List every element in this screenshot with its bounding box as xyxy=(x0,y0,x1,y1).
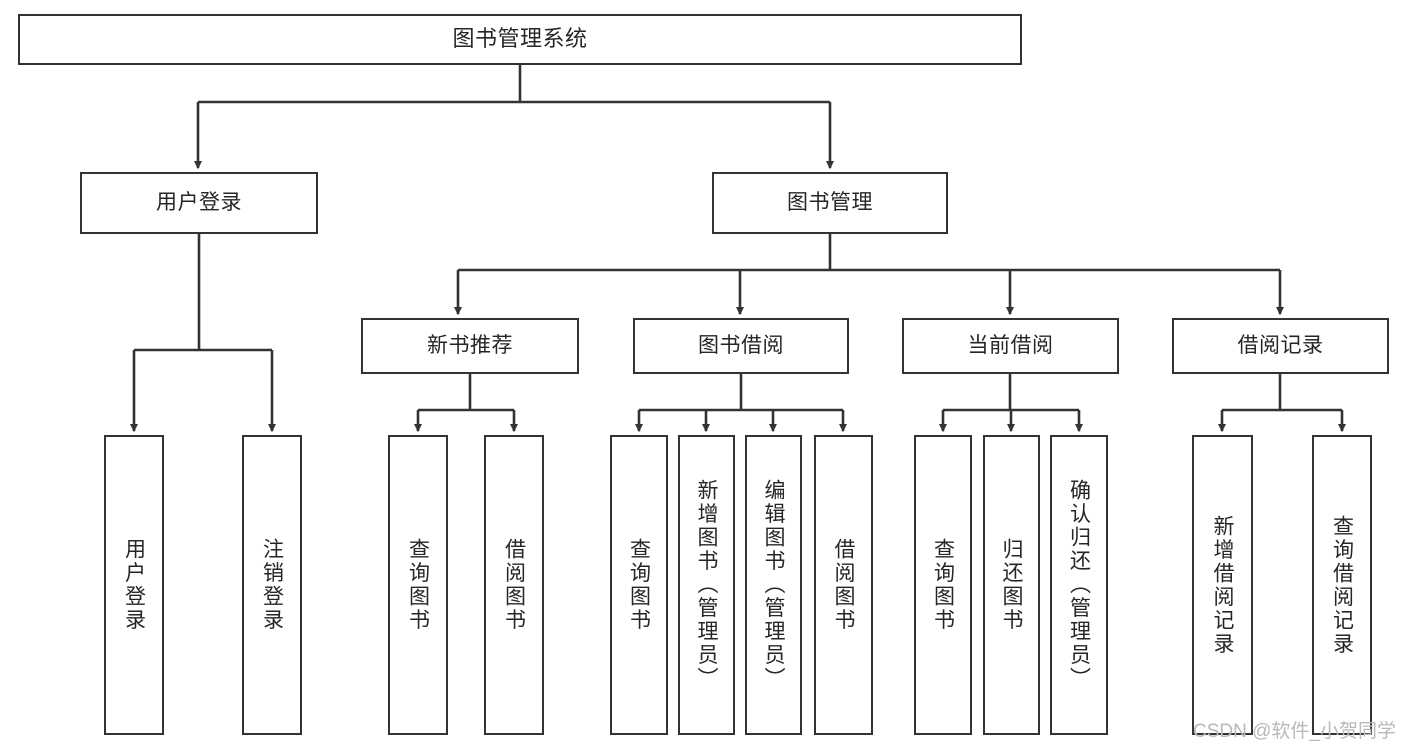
csdn-watermark: CSDN @软件_小贺同学 xyxy=(1193,721,1396,742)
leaf-query-book-recommend[interactable]: 查询图书 xyxy=(388,435,448,735)
node-label: 借阅图书 xyxy=(502,538,526,632)
node-label: 用户登录 xyxy=(156,191,242,215)
leaf-add-borrow-record[interactable]: 新增借阅记录 xyxy=(1192,435,1253,735)
node-label: 当前借阅 xyxy=(967,334,1054,358)
node-borrow-record[interactable]: 借阅记录 xyxy=(1172,318,1389,374)
leaf-add-book-admin[interactable]: 新增图书（管理员） xyxy=(678,435,735,735)
node-label: 查询图书 xyxy=(627,538,651,632)
node-label: 查询图书 xyxy=(931,538,955,632)
node-label: 新增借阅记录 xyxy=(1211,514,1234,656)
node-label: 归还图书 xyxy=(1000,538,1023,632)
node-label: 图书借阅 xyxy=(698,334,784,358)
node-root-system[interactable]: 图书管理系统 xyxy=(18,14,1022,65)
node-new-book-recommend[interactable]: 新书推荐 xyxy=(361,318,579,374)
node-book-borrow[interactable]: 图书借阅 xyxy=(633,318,849,374)
node-label: 新书推荐 xyxy=(427,334,513,358)
leaf-return-book[interactable]: 归还图书 xyxy=(983,435,1040,735)
node-label: 新增图书（管理员） xyxy=(695,479,718,691)
node-user-login[interactable]: 用户登录 xyxy=(80,172,318,234)
node-current-borrow[interactable]: 当前借阅 xyxy=(902,318,1119,374)
node-label: 注销登录 xyxy=(260,538,284,632)
node-label: 图书管理系统 xyxy=(452,26,588,52)
node-label: 确认归还（管理员） xyxy=(1067,479,1091,691)
leaf-edit-book-admin[interactable]: 编辑图书（管理员） xyxy=(745,435,802,735)
leaf-borrow-book[interactable]: 借阅图书 xyxy=(814,435,873,735)
leaf-query-book-current[interactable]: 查询图书 xyxy=(914,435,972,735)
node-label: 查询借阅记录 xyxy=(1330,514,1354,656)
node-book-management[interactable]: 图书管理 xyxy=(712,172,948,234)
node-label: 借阅图书 xyxy=(832,538,855,632)
leaf-confirm-return-admin[interactable]: 确认归还（管理员） xyxy=(1050,435,1108,735)
leaf-borrow-book-recommend[interactable]: 借阅图书 xyxy=(484,435,544,735)
node-label: 图书管理 xyxy=(787,191,873,215)
node-label: 借阅记录 xyxy=(1237,334,1324,358)
node-label: 编辑图书（管理员） xyxy=(762,479,785,691)
leaf-logout[interactable]: 注销登录 xyxy=(242,435,302,735)
leaf-query-book-borrow[interactable]: 查询图书 xyxy=(610,435,668,735)
leaf-query-borrow-record[interactable]: 查询借阅记录 xyxy=(1312,435,1372,735)
node-label: 查询图书 xyxy=(406,538,430,632)
leaf-user-login[interactable]: 用户登录 xyxy=(104,435,164,735)
node-label: 用户登录 xyxy=(122,538,146,632)
